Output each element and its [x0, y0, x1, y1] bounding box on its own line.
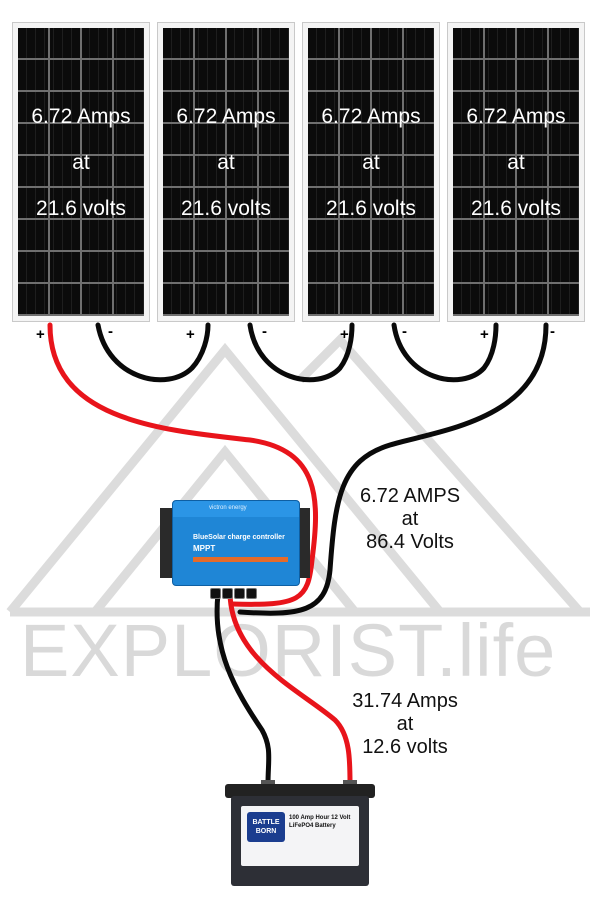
solar-panel-1: 6.72 Amps at 21.6 volts — [12, 22, 150, 322]
panel-3-positive-terminal: + — [340, 326, 349, 343]
controller-bracket-right — [298, 508, 310, 578]
solar-panel-4: 6.72 Amps at 21.6 volts — [447, 22, 585, 322]
battery-body: BATTLE BORN 100 Amp Hour 12 Volt LiFePO4… — [231, 796, 369, 886]
panel-2-negative-terminal: - — [262, 323, 267, 340]
controller-terminal — [222, 588, 233, 599]
panel-volts: 21.6 volts — [181, 197, 271, 220]
panel-1-positive-terminal: + — [36, 326, 45, 343]
panel-amps: 6.72 Amps — [321, 105, 421, 128]
series-jumper-3 — [391, 322, 499, 383]
panel-4-positive-terminal: + — [480, 326, 489, 343]
panel-cells — [18, 28, 144, 316]
lifepo4-battery: BATTLE BORN 100 Amp Hour 12 Volt LiFePO4… — [225, 780, 375, 888]
controller-terminal — [246, 588, 257, 599]
controller-title: BlueSolar charge controller — [193, 534, 285, 541]
battery-spec-text: 100 Amp Hour 12 Volt LiFePO4 Battery — [289, 814, 350, 830]
array-output-label: 6.72 AMPS at 86.4 Volts — [330, 485, 490, 554]
panel-amps: 6.72 Amps — [31, 105, 131, 128]
controller-model: MPPT — [193, 544, 216, 553]
panel-volts: 21.6 volts — [36, 197, 126, 220]
series-jumper-2 — [247, 322, 355, 383]
battery-spec-line-2: LiFePO4 Battery — [289, 823, 336, 829]
controller-terminal — [234, 588, 245, 599]
battery-charge-label: 31.74 Amps at 12.6 volts — [325, 690, 485, 759]
panel-3-negative-terminal: - — [402, 323, 407, 340]
controller-stripe — [193, 557, 288, 562]
battery-charge-volts: 12.6 volts — [362, 736, 448, 758]
panel-at: at — [507, 151, 525, 174]
array-output-volts: 86.4 Volts — [366, 531, 454, 553]
panel-at: at — [217, 151, 235, 174]
battery-spec-line-1: 100 Amp Hour 12 Volt — [289, 815, 351, 821]
panel-volts: 21.6 volts — [471, 197, 561, 220]
panel-1-negative-terminal: - — [108, 323, 113, 340]
mppt-charge-controller: victron energy BlueSolar charge controll… — [160, 498, 310, 599]
battery-brand-logo: BATTLE BORN — [247, 812, 285, 842]
watermark-text: EXPLORIST.life — [20, 609, 557, 692]
series-jumper-1 — [95, 322, 211, 383]
panel-amps: 6.72 Amps — [466, 105, 566, 128]
array-negative-wire — [237, 322, 549, 616]
solar-panel-2: 6.72 Amps at 21.6 volts — [157, 22, 295, 322]
battery-positive-wire — [227, 591, 353, 787]
battery-negative-wire — [214, 591, 272, 787]
controller-terminal — [210, 588, 221, 599]
panel-at: at — [72, 151, 90, 174]
controller-body: victron energy BlueSolar charge controll… — [172, 500, 300, 586]
panel-cells — [308, 28, 434, 316]
battery-lid — [225, 784, 375, 798]
panel-volts: 21.6 volts — [326, 197, 416, 220]
array-output-amps: 6.72 AMPS — [359, 485, 461, 507]
solar-panel-3: 6.72 Amps at 21.6 volts — [302, 22, 440, 322]
panel-cells — [453, 28, 579, 316]
controller-bracket-left — [160, 508, 172, 578]
array-positive-wire — [47, 322, 318, 607]
array-output-at: at — [401, 508, 419, 530]
panel-4-negative-terminal: - — [550, 323, 555, 340]
battery-label: BATTLE BORN 100 Amp Hour 12 Volt LiFePO4… — [241, 806, 359, 866]
panel-at: at — [362, 151, 380, 174]
panel-2-positive-terminal: + — [186, 326, 195, 343]
panel-cells — [163, 28, 289, 316]
controller-brand: victron energy — [209, 505, 247, 511]
battery-charge-at: at — [396, 713, 414, 735]
controller-header — [173, 501, 299, 517]
battery-charge-amps: 31.74 Amps — [352, 690, 458, 712]
panel-amps: 6.72 Amps — [176, 105, 276, 128]
